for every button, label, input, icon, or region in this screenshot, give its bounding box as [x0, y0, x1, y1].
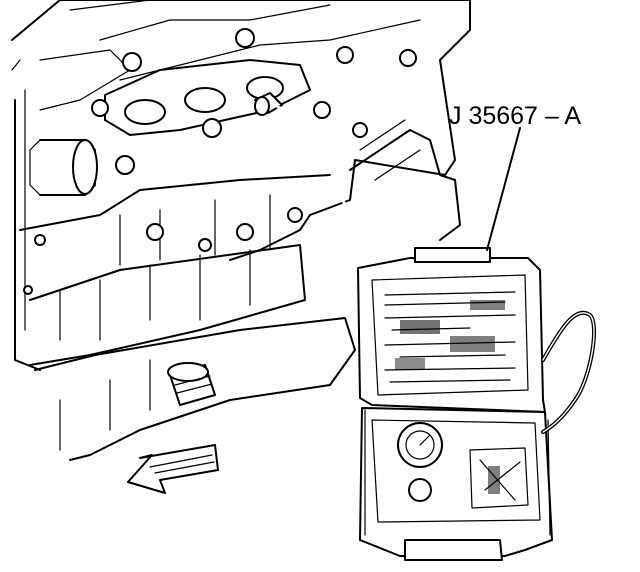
front-direction-arrow: [127, 444, 219, 494]
pressure-gauge: [397, 422, 443, 468]
tool-callout: J 35667 – A: [449, 102, 581, 251]
oil-filter: [167, 362, 216, 406]
callout-leader-line: [486, 127, 521, 251]
test-hose: [276, 105, 362, 267]
engine-block: [11, 0, 471, 461]
case-wire-loop: [541, 310, 597, 434]
oil-pressure-sender-connector: [254, 92, 283, 116]
tool-callout-label: J 35667 – A: [449, 102, 581, 130]
tool-kit-case: [357, 247, 553, 561]
lid-instruction-panel: [384, 291, 516, 383]
